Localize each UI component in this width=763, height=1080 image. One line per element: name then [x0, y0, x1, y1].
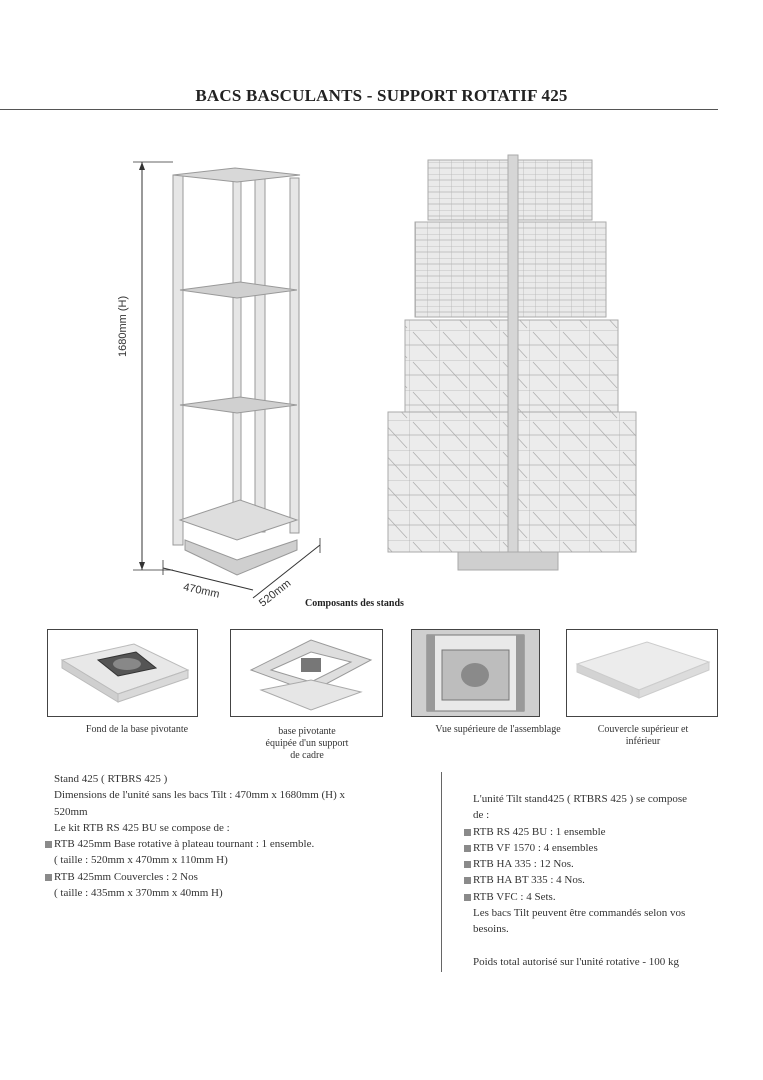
assembled-tower-image — [387, 154, 637, 571]
list-item: RTB 425mm Couvercles : 2 Nos — [45, 869, 414, 885]
bullet-icon — [45, 873, 52, 881]
component-caption: base pivotante équipée d'un support de c… — [232, 726, 382, 762]
text-line: Le kit RTB RS 425 BU se compose de : — [54, 821, 230, 834]
caption-line: base pivotante — [278, 726, 336, 737]
text-line: ( taille : 435mm x 370mm x 40mm H) — [54, 887, 223, 900]
text-line: Les bacs Tilt peuvent être commandés sel… — [473, 907, 686, 920]
list-item-text: RTB RS 425 BU : 1 ensemble — [473, 825, 606, 838]
list-item: RTB HA 335 : 12 Nos. — [464, 856, 733, 872]
text-line: besoins. — [473, 923, 509, 936]
list-item: RTB 425mm Base rotative à plateau tourna… — [45, 836, 414, 852]
component-image-top-view — [411, 629, 540, 717]
list-item: RTB VF 1570 : 4 ensembles — [464, 840, 733, 856]
list-item: RTB RS 425 BU : 1 ensemble — [464, 824, 733, 840]
stand-description: Stand 425 ( RTBRS 425 ) Dimensions de l'… — [45, 771, 414, 901]
component-caption: Vue supérieure de l'assemblage — [435, 724, 561, 735]
component-caption: Fond de la base pivotante — [85, 724, 189, 735]
components-heading: Composants des stands — [305, 598, 404, 609]
list-item: RTB HA BT 335 : 4 Nos. — [464, 872, 733, 888]
text-line: ( taille : 520mm x 470mm x 110mm H) — [54, 854, 228, 867]
caption-line: de cadre — [290, 750, 324, 761]
column-divider — [441, 772, 442, 972]
list-item: RTB VFC : 4 Sets. — [464, 889, 733, 905]
caption-line: inférieur — [625, 736, 661, 747]
list-item-text: RTB 425mm Base rotative à plateau tourna… — [54, 838, 315, 851]
component-image-swivel-base — [230, 629, 383, 717]
frame-drawing — [133, 161, 321, 599]
bullet-icon — [464, 828, 471, 836]
caption-line: Couvercle supérieur et — [597, 724, 689, 735]
bullet-icon — [45, 841, 52, 849]
list-item-text: RTB HA BT 335 : 4 Nos. — [473, 874, 585, 887]
caption-line: équipée d'un support — [265, 738, 349, 749]
text-line: de : — [473, 809, 490, 822]
spacer — [473, 938, 733, 954]
component-image-base-bottom — [47, 629, 198, 717]
text-line: 520mm — [54, 805, 88, 818]
bullet-icon — [464, 844, 471, 852]
list-item-text: RTB VFC : 4 Sets. — [473, 890, 556, 903]
text-line: L'unité Tilt stand425 ( RTBRS 425 ) se c… — [473, 793, 687, 805]
bullet-icon — [464, 861, 471, 869]
component-image-cover — [566, 629, 718, 717]
list-item-text: RTB HA 335 : 12 Nos. — [473, 858, 574, 871]
title-divider — [0, 109, 718, 110]
list-item-text: RTB VF 1570 : 4 ensembles — [473, 841, 598, 854]
list-item-text: RTB 425mm Couvercles : 2 Nos — [54, 870, 198, 883]
height-label: 1680mm (H) — [117, 295, 129, 357]
text-line: Stand 425 ( RTBRS 425 ) — [54, 773, 168, 785]
component-caption: Couvercle supérieur et inférieur — [578, 724, 708, 748]
page-title: BACS BASCULANTS - SUPPORT ROTATIF 425 — [195, 86, 568, 105]
tilt-unit-composition: L'unité Tilt stand425 ( RTBRS 425 ) se c… — [464, 791, 733, 970]
text-line: Poids total autorisé sur l'unité rotativ… — [473, 955, 680, 968]
bullet-icon — [464, 893, 471, 901]
text-line: Dimensions de l'unité sans les bacs Tilt… — [54, 789, 346, 802]
bullet-icon — [464, 877, 471, 885]
